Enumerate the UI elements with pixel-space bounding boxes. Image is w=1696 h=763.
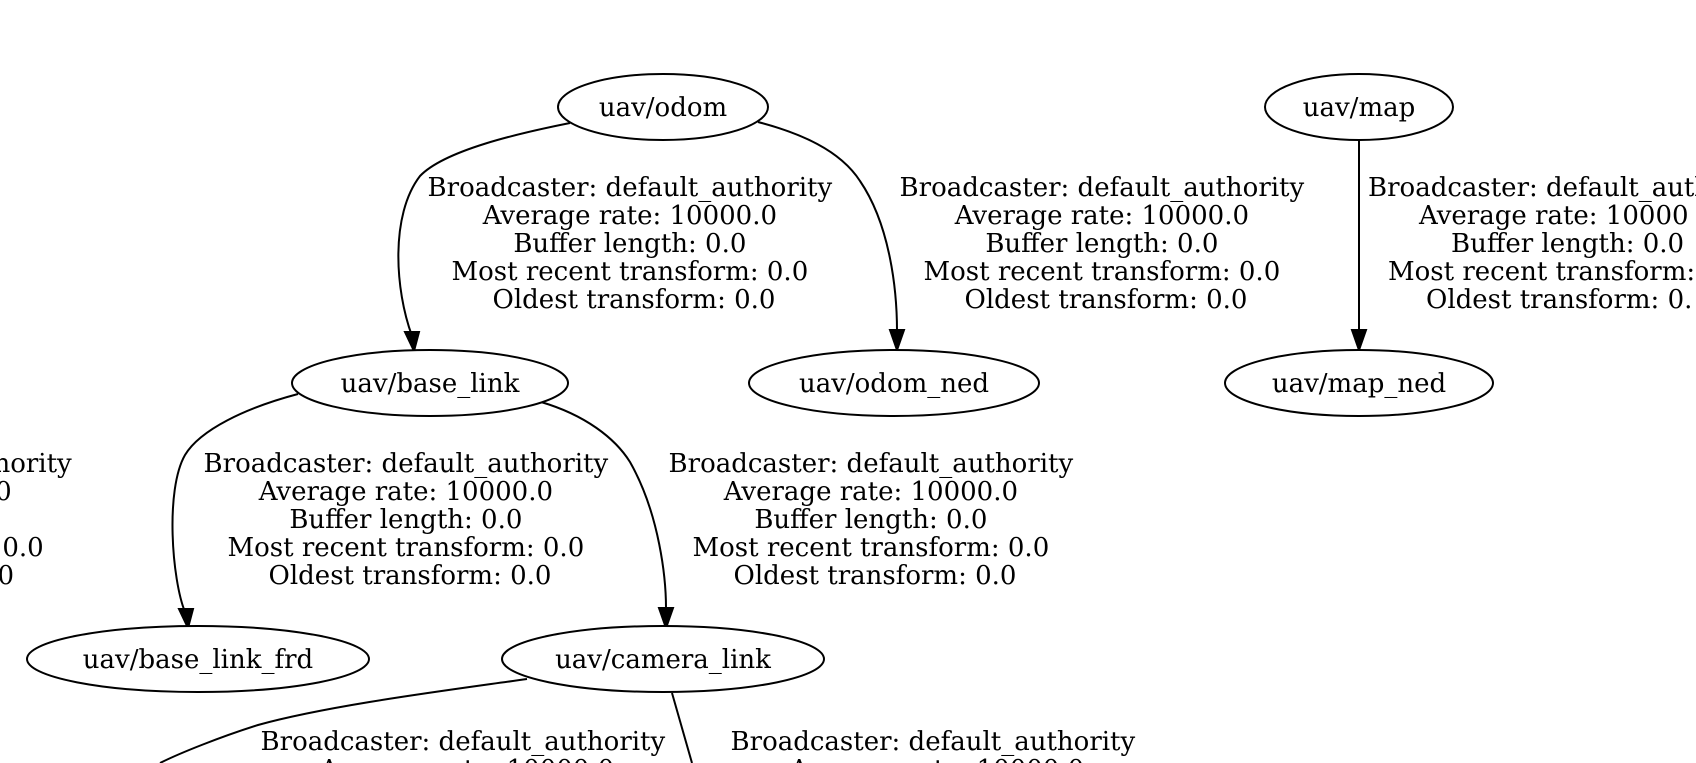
node-uav-camera-link[interactable]: uav/camera_link xyxy=(501,625,825,693)
node-uav-camera-link-label: uav/camera_link xyxy=(555,645,771,675)
edge-label-left-cut: hority .0 0.0 0 xyxy=(0,449,80,591)
node-uav-map-ellipse xyxy=(1264,73,1454,141)
edge-label-odom-base-link: Broadcaster: default_authority Average r… xyxy=(428,173,841,315)
edge-label-camera-left-child: Broadcaster: default_authority Average r… xyxy=(261,727,674,763)
node-uav-odom-ned-ellipse xyxy=(748,349,1040,417)
edge-label-base-link-base-link-frd: Broadcaster: default_authority Average r… xyxy=(204,449,617,591)
node-uav-base-link[interactable]: uav/base_link xyxy=(291,349,569,417)
edge-camera-link-to-left-child xyxy=(159,678,528,763)
node-uav-map-ned-label: uav/map_ned xyxy=(1272,369,1446,399)
nodes: uav/odom uav/map uav/base_link uav/odom_… xyxy=(26,73,1494,693)
node-uav-map-ned-ellipse xyxy=(1224,349,1494,417)
edge-odom-to-base-link xyxy=(397,122,571,337)
edge-label-map-map-ned: Broadcaster: default_autl Average rate: … xyxy=(1368,173,1696,315)
edge-map-to-map-ned-arrowhead xyxy=(1350,329,1368,354)
edge-odom-to-base-link-arrowhead xyxy=(403,331,421,354)
node-uav-base-link-frd[interactable]: uav/base_link_frd xyxy=(26,625,370,693)
edge-base-link-to-camera-link xyxy=(540,401,667,609)
edge-base-link-to-base-link-frd xyxy=(171,393,299,613)
node-uav-odom-ned-label: uav/odom_ned xyxy=(799,369,989,399)
node-uav-odom-ellipse xyxy=(557,73,769,141)
edges xyxy=(159,121,1368,763)
node-uav-base-link-ellipse xyxy=(291,349,569,417)
edge-base-link-to-camera-link-arrowhead xyxy=(657,607,675,632)
edge-label-odom-odom-ned: Broadcaster: default_authority Average r… xyxy=(900,173,1313,315)
node-uav-odom[interactable]: uav/odom xyxy=(557,73,769,141)
edge-base-link-to-base-link-frd-arrowhead xyxy=(177,608,195,631)
edge-camera-link-to-right-child xyxy=(671,692,693,763)
node-uav-odom-label: uav/odom xyxy=(599,93,727,123)
node-uav-map-label: uav/map xyxy=(1303,93,1416,123)
node-uav-camera-link-ellipse xyxy=(501,625,825,693)
node-uav-map-ned[interactable]: uav/map_ned xyxy=(1224,349,1494,417)
edge-odom-to-odom-ned xyxy=(757,121,898,332)
node-uav-base-link-frd-ellipse xyxy=(26,625,370,693)
node-uav-map[interactable]: uav/map xyxy=(1264,73,1454,141)
node-uav-base-link-frd-label: uav/base_link_frd xyxy=(83,645,313,675)
edge-odom-to-odom-ned-arrowhead xyxy=(888,329,906,354)
node-uav-base-link-label: uav/base_link xyxy=(341,369,520,399)
edge-labels: Broadcaster: default_authority Average r… xyxy=(0,173,1696,763)
node-uav-odom-ned[interactable]: uav/odom_ned xyxy=(748,349,1040,417)
edge-label-base-link-camera-link: Broadcaster: default_authority Average r… xyxy=(669,449,1082,591)
edge-label-camera-right-child: Broadcaster: default_authority Average r… xyxy=(731,727,1144,763)
